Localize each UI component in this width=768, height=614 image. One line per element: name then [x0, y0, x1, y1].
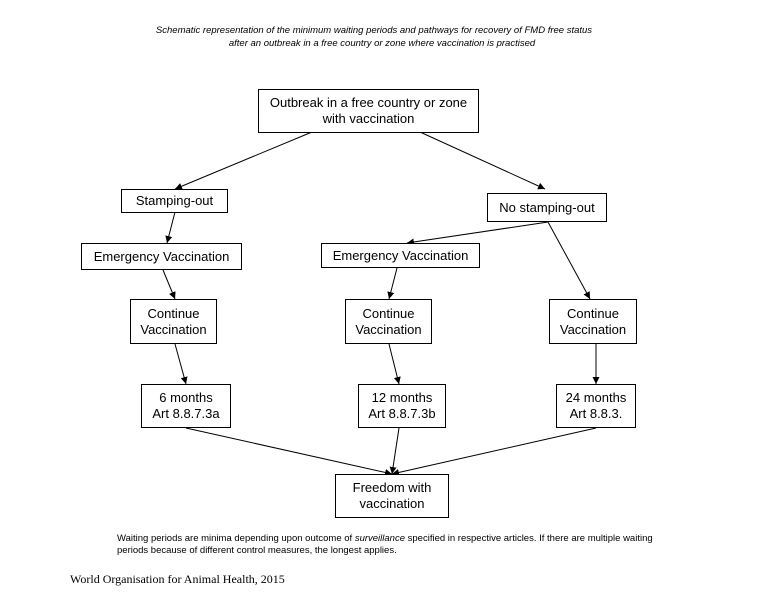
freedom-with-vaccination-node: Freedom with vaccination — [335, 474, 449, 518]
edge-outbreak-to-no-stamping-out — [419, 131, 546, 190]
edge-emergency-left-to-continue-left — [162, 269, 176, 300]
edge-stamping-out-to-emergency-vacc — [165, 211, 176, 244]
edge-no-stamping-out-to-continue-right — [547, 221, 591, 300]
edge-continue-left-to-6-months — [174, 343, 188, 385]
emergency-vaccination-mid-node: Emergency Vaccination — [321, 243, 480, 268]
waiting-periods-note: Waiting periods are minima depending upo… — [117, 533, 677, 557]
edge-6-months-to-freedom — [185, 427, 393, 476]
edge-12-months-to-freedom — [389, 427, 400, 475]
edge-outbreak-to-stamping-out — [174, 131, 313, 190]
continue-vaccination-mid-node: Continue Vaccination — [345, 299, 432, 344]
diagram-title-line-1: Schematic representation of the minimum … — [155, 25, 593, 36]
note-text-suffix: specified in respective articles. If the… — [117, 533, 653, 556]
footer-credit: World Organisation for Animal Health, 20… — [70, 572, 285, 586]
edge-continue-mid-to-12-months — [388, 343, 401, 385]
edge-24-months-to-freedom — [391, 427, 597, 476]
note-text-prefix: Waiting periods are minima depending upo… — [117, 533, 355, 544]
edge-emergency-mid-to-continue-mid — [387, 267, 398, 300]
twenty-four-months-node: 24 months Art 8.8.3. — [556, 384, 636, 428]
no-stamping-out-node: No stamping-out — [487, 193, 607, 222]
outbreak-node: Outbreak in a free country or zone with … — [258, 89, 479, 133]
diagram-title-line-2: after an outbreak in a free country or z… — [228, 38, 536, 49]
note-text-emphasis: surveillance — [354, 533, 405, 544]
continue-vaccination-right-node: Continue Vaccination — [549, 299, 637, 344]
six-months-node: 6 months Art 8.8.7.3a — [141, 384, 231, 428]
continue-vaccination-left-node: Continue Vaccination — [130, 299, 217, 344]
emergency-vaccination-left-node: Emergency Vaccination — [81, 243, 242, 270]
twelve-months-node: 12 months Art 8.8.7.3b — [358, 384, 446, 428]
stamping-out-node: Stamping-out — [121, 189, 228, 213]
edge-no-stamping-out-to-emergency-vacc — [406, 221, 549, 246]
